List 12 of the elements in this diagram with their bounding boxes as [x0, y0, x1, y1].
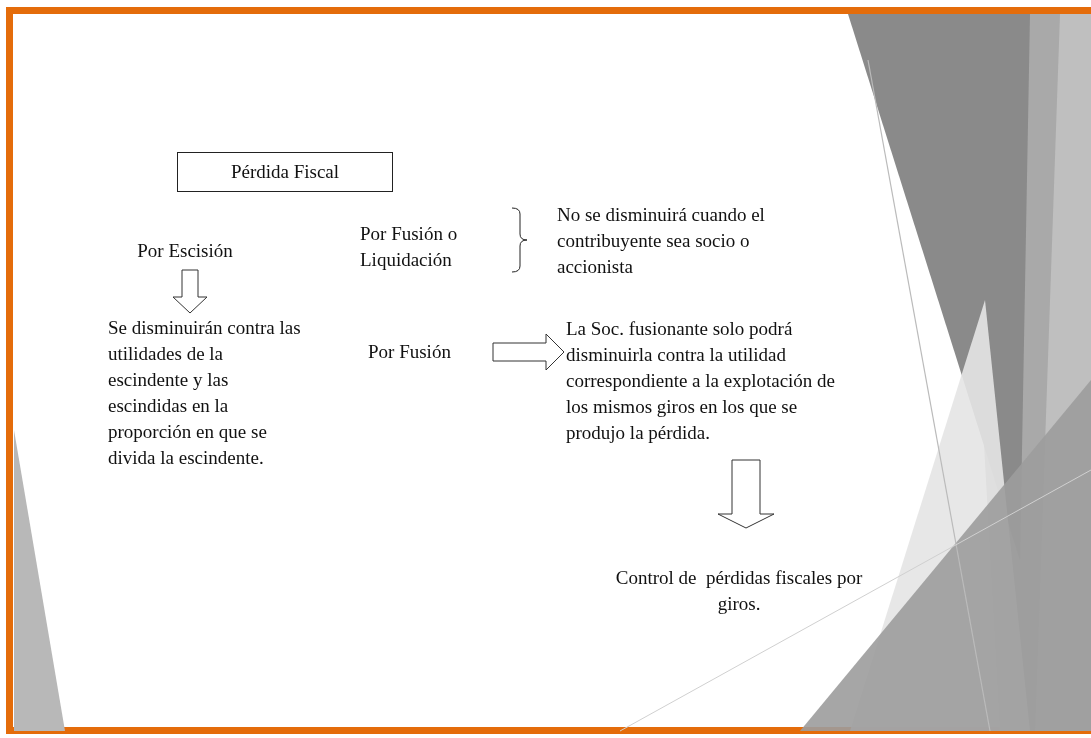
- branch-label: Por Fusión o Liquidación: [360, 222, 459, 272]
- block-arrow: [717, 459, 775, 529]
- process-box: [177, 152, 393, 192]
- branch-label: Por Escisión: [137, 239, 233, 263]
- block-arrow: [492, 333, 565, 371]
- result-text: Control de pérdidas fiscales por giros.: [614, 566, 864, 616]
- block-arrow: [172, 269, 208, 314]
- description-text: Se disminuirán contra las utilidades de la escindente y las escindidas en la proporción en que se divida la escindente.: [108, 316, 302, 470]
- branch-label: Por Fusión: [368, 340, 451, 364]
- description-text: No se disminuirá cuando el contribuyente sea socio o accionista: [557, 203, 766, 279]
- box-label: Pérdida Fiscal: [230, 160, 340, 184]
- description-text: La Soc. fusionante solo podrá disminuirla contra la utilidad correspondiente a la explotación de los mismos giros en los que se produjo la pérdida.: [566, 317, 837, 445]
